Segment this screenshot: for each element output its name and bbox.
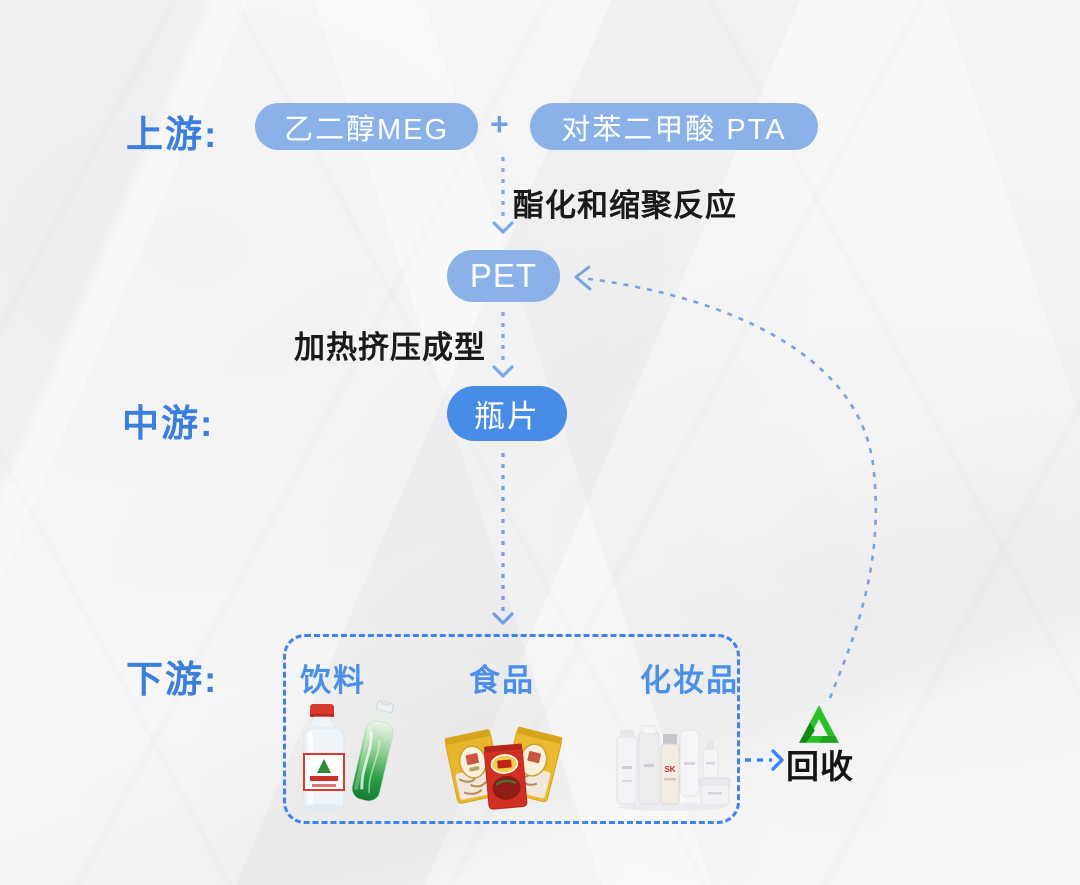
category-beverage-label: 饮料 — [300, 663, 366, 698]
process-label: 加热挤压成型 — [294, 330, 486, 365]
bottle-flake-pill: 瓶片 — [447, 386, 567, 441]
red-pouch — [483, 743, 528, 810]
cosmetic-bottle-2 — [638, 725, 660, 805]
cream-jar — [699, 777, 731, 806]
water-bottle — [303, 704, 345, 812]
skii-essence-bottle: SK — [660, 734, 680, 805]
reaction-label: 酯化和缩聚反应 — [513, 188, 737, 223]
recycle-label: 回收 — [786, 748, 854, 785]
sport-drink-bottle — [351, 699, 394, 802]
midstream-section-label: 中游: — [122, 403, 215, 444]
svg-text:SK: SK — [664, 765, 675, 774]
recycle-icon — [796, 703, 842, 748]
meg-pill: 乙二醇MEG — [255, 103, 478, 150]
pet-pill: PET — [447, 250, 560, 302]
downstream-category-box — [283, 634, 740, 824]
cosmetic-tube — [679, 729, 700, 797]
plus-sign: + — [490, 106, 509, 142]
cosmetics-products-image: SK — [614, 722, 732, 812]
beverage-products-image — [292, 698, 394, 814]
category-food-label: 食品 — [469, 663, 535, 698]
category-cosmetics-label: 化妆品 — [640, 663, 739, 698]
food-products-image — [444, 724, 566, 816]
cosmetic-bottle-1 — [616, 730, 638, 805]
pta-pill: 对苯二甲酸 PTA — [530, 103, 818, 150]
upstream-section-label: 上游: — [126, 114, 219, 155]
downstream-section-label: 下游: — [126, 659, 219, 700]
